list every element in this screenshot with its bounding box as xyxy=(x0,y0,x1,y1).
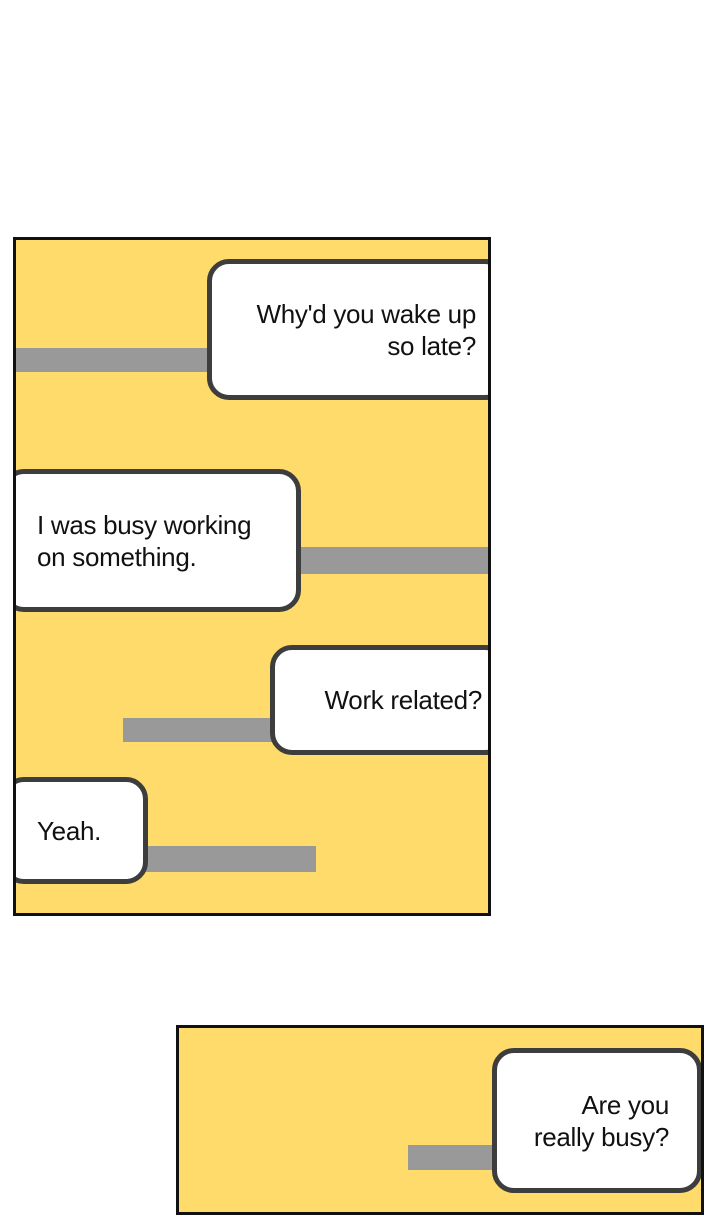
speech-bubble-3: Work related? xyxy=(270,645,488,755)
comic-panel-2: Are you really busy? xyxy=(176,1025,704,1215)
connector-bar-3 xyxy=(123,718,283,742)
bubble-text-line: on something. xyxy=(37,541,197,572)
bubble-text-line: Why'd you wake up xyxy=(256,298,476,329)
speech-bubble-2: I was busy working on something. xyxy=(16,469,301,612)
bubble-text-line: Work related? xyxy=(324,685,483,715)
speech-bubble-5: Are you really busy? xyxy=(492,1048,701,1193)
speech-bubble-1: Why'd you wake up so late? xyxy=(207,259,488,400)
bubble-text-line: so late? xyxy=(387,330,476,361)
connector-bar-2 xyxy=(296,547,488,574)
bubble-text-line: really busy? xyxy=(533,1121,669,1152)
connector-bar-1 xyxy=(16,348,216,372)
bubble-text-line: I was busy working xyxy=(37,509,252,540)
comic-panel-1: Why'd you wake up so late? I was busy wo… xyxy=(13,237,491,916)
bubble-text-line: Are you xyxy=(581,1089,669,1120)
connector-bar-4 xyxy=(141,846,316,872)
bubble-text-line: Yeah. xyxy=(37,815,102,846)
connector-bar-5 xyxy=(408,1145,503,1170)
speech-bubble-4: Yeah. xyxy=(16,777,148,884)
